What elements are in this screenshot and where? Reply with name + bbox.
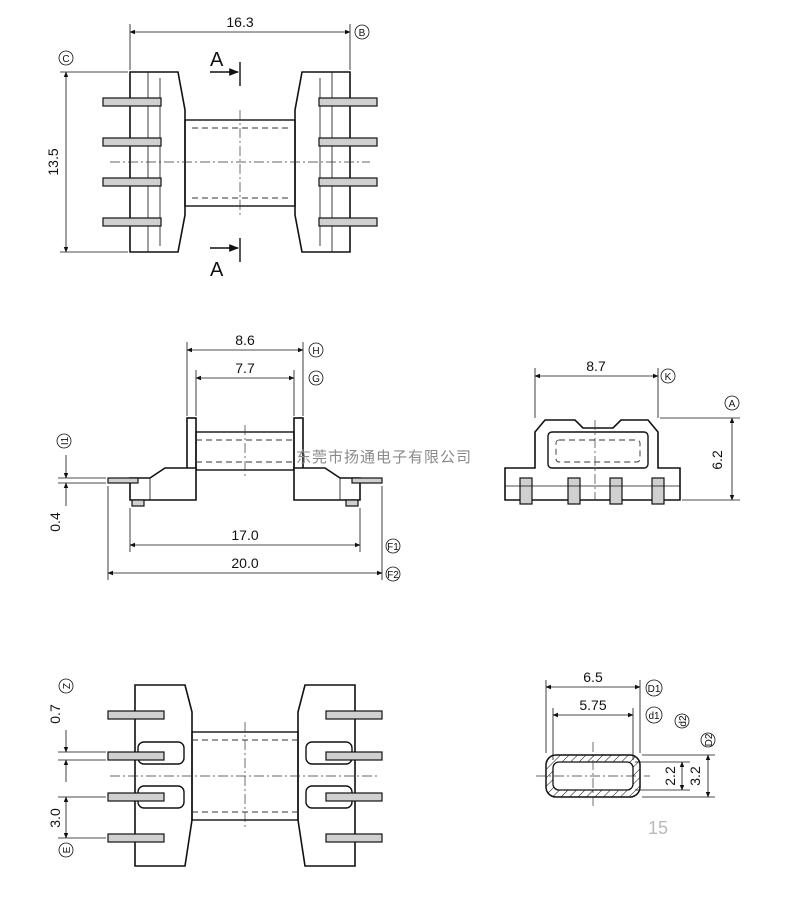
end-height-dim: 6.2	[709, 450, 725, 470]
core-outer-height-dim: 3.2	[687, 766, 703, 786]
core-inner-height-dim: 2.2	[662, 766, 678, 786]
front-total-length-dim: 20.0	[231, 555, 258, 571]
section-label-bottom: A	[210, 259, 224, 281]
core-inner-width-dim: 5.75	[579, 697, 606, 713]
bottom-view: 0.7 Z 3.0 E	[47, 678, 383, 867]
tag-i1: I1	[60, 436, 71, 445]
bottom-pin-width-dim: 0.7	[47, 704, 63, 724]
tag-c: C	[62, 54, 69, 65]
tag-k: K	[665, 372, 672, 383]
company-watermark: 东莞市扬通电子有限公司	[296, 448, 472, 466]
section-label-top: A	[210, 49, 224, 71]
tag-f1: F1	[387, 542, 399, 553]
bottom-pin-pitch-dim: 3.0	[47, 808, 63, 828]
tag-d1: D1	[648, 684, 661, 695]
front-outer-flange-dim: 8.6	[235, 332, 255, 348]
tag-e: E	[62, 846, 73, 853]
top-width-dim: 16.3	[226, 14, 253, 30]
tag-a: A	[729, 399, 736, 410]
tag-b: B	[359, 28, 366, 39]
tag-z: Z	[62, 683, 73, 689]
top-view: A A 16.3 B 13.5 C	[45, 14, 378, 281]
front-base-span-dim: 17.0	[231, 527, 258, 543]
front-view: 8.6 H 7.7 G 0.4 I1 17.0 F1 20.0 F2	[47, 332, 401, 582]
tag-g: G	[312, 374, 320, 385]
page-number: 15	[648, 818, 668, 838]
tag-d2: D2	[704, 733, 715, 746]
top-height-dim: 13.5	[45, 148, 61, 175]
front-pin-thickness-dim: 0.4	[47, 512, 63, 532]
tag-d2-lower: d2	[678, 715, 689, 727]
front-inner-flange-dim: 7.7	[235, 360, 255, 376]
tag-f2: F2	[387, 570, 399, 581]
end-view: 8.7 K 6.2 A	[504, 358, 740, 505]
core-section: 6.5 D1 5.75 d1 2.2 d2 3.2 D2	[536, 669, 716, 808]
end-width-dim: 8.7	[586, 358, 606, 374]
tag-d1-lower: d1	[648, 711, 660, 722]
tag-h: H	[312, 346, 319, 357]
core-outer-width-dim: 6.5	[583, 669, 603, 685]
